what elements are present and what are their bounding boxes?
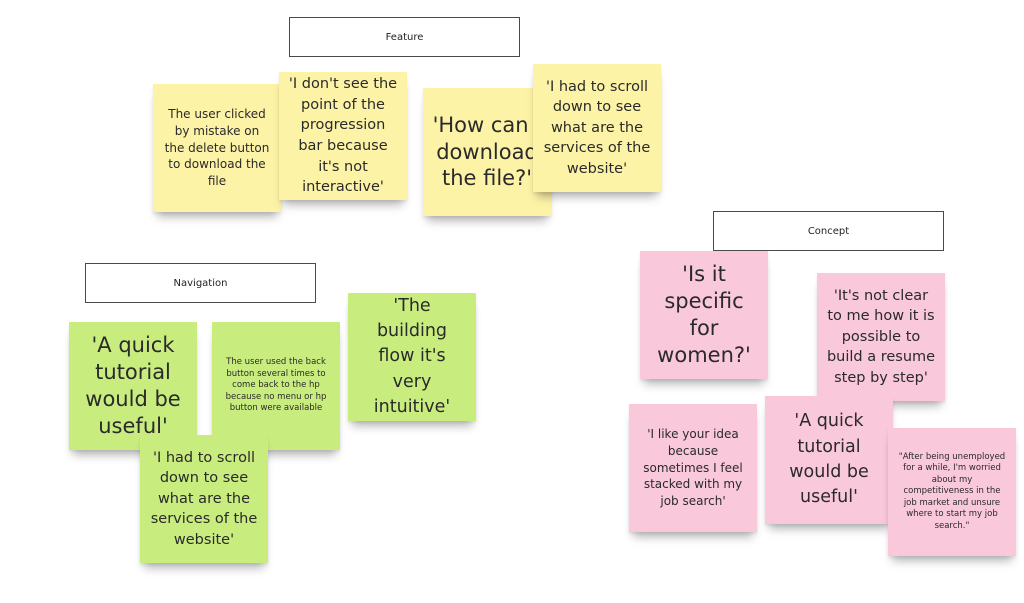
feature-label-text: Feature xyxy=(385,31,424,43)
note-text: 'I like your idea because sometimes I fe… xyxy=(643,427,743,509)
note-text: "After being unemployed for a while, I'm… xyxy=(898,451,1006,531)
note-text: 'A quick tutorial would be useful' xyxy=(85,333,181,438)
navigation-label: Navigation xyxy=(85,263,316,303)
note-text: 'A quick tutorial would be useful' xyxy=(789,411,869,508)
sticky-note-feature-progression-bar[interactable]: 'I don't see the point of the progressio… xyxy=(279,72,407,200)
sticky-note-feature-how-download[interactable]: 'How can I download the file?' xyxy=(423,88,551,216)
sticky-note-concept-unemployed-worry[interactable]: "After being unemployed for a while, I'm… xyxy=(888,428,1016,556)
note-text: 'It's not clear to me how it is possible… xyxy=(826,287,936,386)
sticky-note-nav-building-flow[interactable]: 'The building flow it's very intuitive' xyxy=(348,293,476,421)
concept-label-text: Concept xyxy=(807,225,850,237)
note-text: 'The building flow it's very intuitive' xyxy=(373,295,451,418)
sticky-note-nav-quick-tutorial[interactable]: 'A quick tutorial would be useful' xyxy=(69,322,197,450)
note-text: 'I don't see the point of the progressio… xyxy=(288,76,398,196)
sticky-note-feature-delete-mistake[interactable]: The user clicked by mistake on the delet… xyxy=(153,84,281,212)
feature-label: Feature xyxy=(289,17,520,57)
note-text: 'I had to scroll down to see what are th… xyxy=(150,449,258,548)
sticky-note-concept-for-women[interactable]: 'Is it specific for women?' xyxy=(640,251,768,379)
navigation-label-text: Navigation xyxy=(173,277,228,289)
note-text: The user clicked by mistake on the delet… xyxy=(164,107,270,189)
sticky-note-concept-build-resume[interactable]: 'It's not clear to me how it is possible… xyxy=(817,273,945,401)
sticky-note-concept-quick-tutorial[interactable]: 'A quick tutorial would be useful' xyxy=(765,396,893,524)
note-text: 'How can I download the file?' xyxy=(432,112,542,191)
note-text: The user used the back button several ti… xyxy=(225,357,327,414)
sticky-note-nav-scroll-services[interactable]: 'I had to scroll down to see what are th… xyxy=(140,435,268,563)
note-text: 'Is it specific for women?' xyxy=(657,262,751,367)
note-text: 'I had to scroll down to see what are th… xyxy=(543,78,651,177)
sticky-note-nav-back-button[interactable]: The user used the back button several ti… xyxy=(212,322,340,450)
sticky-note-feature-scroll-services[interactable]: 'I had to scroll down to see what are th… xyxy=(533,64,661,192)
concept-label: Concept xyxy=(713,211,944,251)
sticky-note-concept-job-search[interactable]: 'I like your idea because sometimes I fe… xyxy=(629,404,757,532)
